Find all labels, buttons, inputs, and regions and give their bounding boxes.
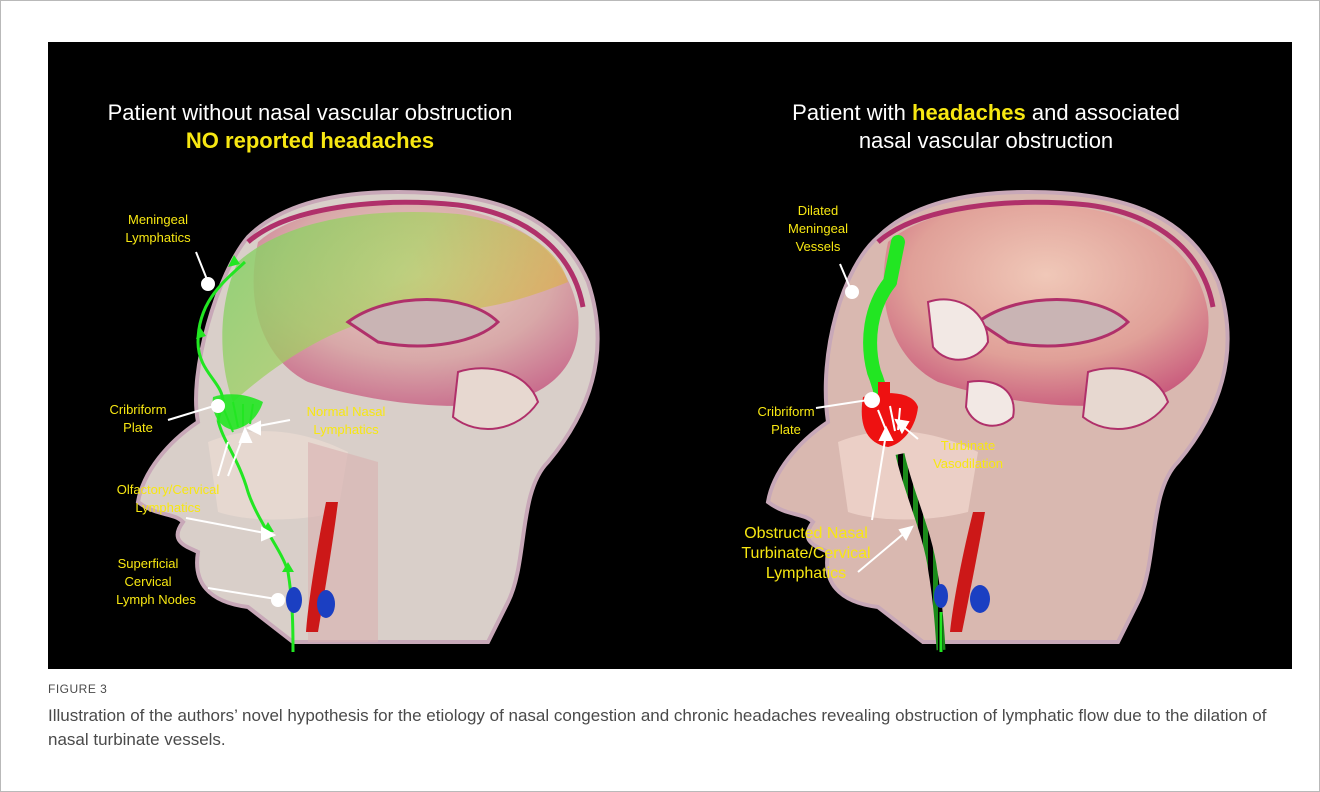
label-obstructed-3: Lymphatics [766,565,846,582]
label-cribriform-plate-2: Plate [123,420,153,435]
left-panel-title-line1: Patient without nasal vascular obstructi… [108,100,513,125]
label-meningeal-lymphatics-2: Lymphatics [125,230,191,245]
left-panel-title-line2: NO reported headaches [186,128,434,153]
label-right-cribriform-1: Cribriform [757,404,814,419]
right-lymph-node-1 [934,584,948,608]
label-cribriform-plate-1: Cribriform [109,402,166,417]
label-turbinate-vasodilation-1: Turbinate [941,438,995,453]
label-obstructed-2: Turbinate/Cervical [741,545,870,562]
right-lymph-node-2 [970,585,990,613]
label-turbinate-vasodilation-2: Vasodilation [933,456,1003,471]
label-olfactory-cervical-2: Lymphatics [135,500,201,515]
figure-caption-text: Illustration of the authors’ novel hypot… [48,704,1288,752]
right-panel-title-line2: nasal vascular obstruction [859,128,1113,153]
label-superficial-nodes-3: Lymph Nodes [116,592,196,607]
right-panel-title-line1: Patient with headaches and associated [792,100,1180,125]
figure-caption: FIGURE 3 Illustration of the authors’ no… [48,682,1288,752]
label-dilated-vessels-1: Dilated [798,203,838,218]
label-obstructed-1: Obstructed Nasal [744,525,868,542]
label-right-cribriform-2: Plate [771,422,801,437]
label-dilated-vessels-3: Vessels [796,239,841,254]
left-lymph-node-2 [317,590,335,618]
figure-image: Patient without nasal vascular obstructi… [48,42,1292,669]
left-lymph-node-1 [286,587,302,613]
label-dilated-vessels-2: Meningeal [788,221,848,236]
label-superficial-nodes-2: Cervical [125,574,172,589]
label-olfactory-cervical-1: Olfactory/Cervical [117,482,220,497]
figure-illustration: Patient without nasal vascular obstructi… [48,42,1292,669]
figure-label: FIGURE 3 [48,682,1288,696]
label-normal-nasal-lymphatics-2: Lymphatics [313,422,379,437]
label-superficial-nodes-1: Superficial [118,556,179,571]
label-meningeal-lymphatics-1: Meningeal [128,212,188,227]
label-normal-nasal-lymphatics-1: Normal Nasal [307,404,386,419]
